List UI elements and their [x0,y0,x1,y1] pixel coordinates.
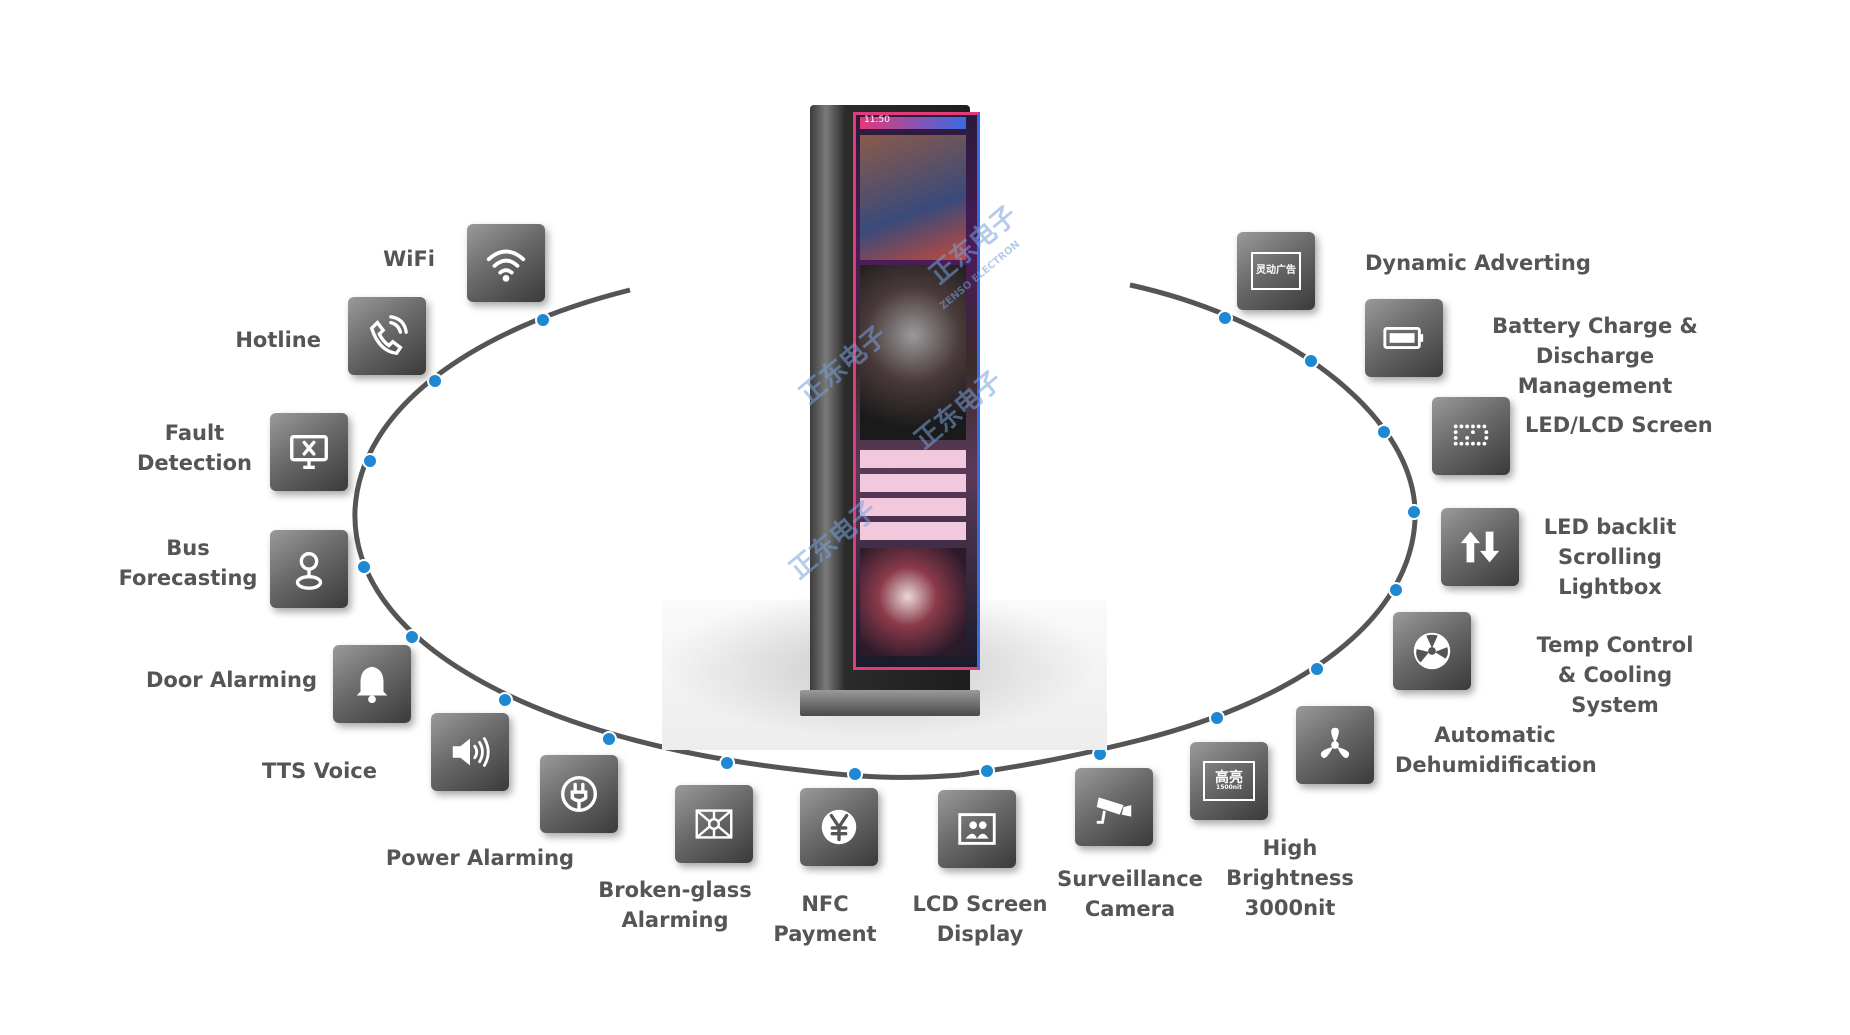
label-led-backlit: LED backlit Scrolling Lightbox [1543,515,1677,599]
label-power-alarming: Power Alarming [385,846,575,870]
ring-dots [356,310,1422,782]
ring-dot [1376,424,1392,440]
ring-dot [404,629,420,645]
brightness-text: 高亮 [1215,770,1243,786]
label-hotline: Hotline [235,328,321,352]
brightness-subtext: 1500nit [1216,784,1242,791]
ring-dot [1303,353,1319,369]
label-bus-forecasting: Bus Forecasting [118,536,258,590]
screen-photo-middle [860,265,966,440]
ring-dot [1309,661,1325,677]
fan-blade-icon [1296,706,1374,784]
picture-frame-icon [938,790,1016,868]
led-dots-icon [1432,397,1510,475]
battery-icon [1365,299,1443,377]
ring-dot [427,373,443,389]
screen-time: 11:50 [864,115,890,125]
ring-dot [719,755,735,771]
screen-header-bar [860,117,966,129]
yen-coin-icon [800,788,878,866]
broken-glass-icon [675,785,753,863]
label-lcd-display: LCD Screen Display [912,892,1048,946]
screen-list-row [860,474,966,492]
ad-screen-icon: 灵动广告 [1237,232,1315,310]
ring-dot [601,731,617,747]
label-dynamic-advert: Dynamic Adverting [1365,251,1591,275]
ad-screen-text: 灵动广告 [1256,265,1296,276]
ring-dot [1406,504,1422,520]
screen-list-row [860,498,966,516]
ring-dot [1388,582,1404,598]
label-tts-voice: TTS Voice [262,759,377,783]
label-temp-control: Temp Control & Cooling System [1536,633,1694,717]
label-high-brightness: High Brightness 3000nit [1226,836,1354,920]
ring-dot [362,453,378,469]
bell-icon [333,645,411,723]
brightness-sign-icon: 高亮 1500nit [1190,742,1268,820]
label-fault-detection: Fault Detection [136,421,253,475]
kiosk-base [800,690,980,716]
screen-list-row [860,522,966,540]
ring-dot [535,312,551,328]
location-pin-icon [270,530,348,608]
monitor-x-icon [270,413,348,491]
label-wifi: WiFi [383,247,435,271]
ring-dot [497,692,513,708]
label-broken-glass: Broken-glass Alarming [598,878,752,932]
cctv-camera-icon [1075,768,1153,846]
ring-dot [1217,310,1233,326]
label-led-lcd-screen: LED/LCD Screen [1525,413,1713,437]
scroll-arrows-icon [1441,508,1519,586]
cooling-fan-icon [1393,612,1471,690]
power-plug-icon [540,755,618,833]
screen-photo-bottom [860,548,966,656]
phone-icon [348,297,426,375]
label-nfc-payment: NFC Payment [773,892,877,946]
label-surveillance: Surveillance Camera [1057,867,1203,921]
ring-dot [979,763,995,779]
ring-dot [356,559,372,575]
wifi-icon [467,224,545,302]
label-battery: Battery Charge & Discharge Management [1492,314,1698,398]
label-dehumidification: Automatic Dehumidification [1395,723,1597,777]
speaker-icon [431,713,509,791]
screen-list-row [860,450,966,468]
ring-dot [847,766,863,782]
screen-photo-top [860,135,966,260]
label-door-alarming: Door Alarming [146,668,317,692]
ring-dot [1209,710,1225,726]
